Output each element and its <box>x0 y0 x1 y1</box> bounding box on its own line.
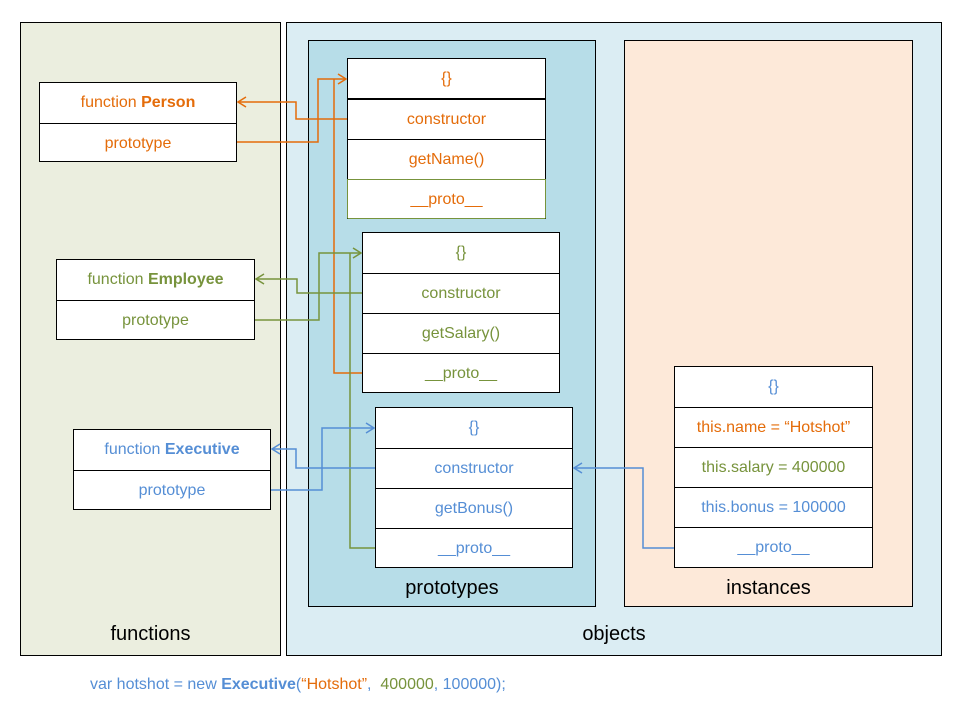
prototypes-label: prototypes <box>405 577 499 599</box>
proto-row-method: getSalary() <box>363 313 559 353</box>
keyword: function <box>80 94 142 111</box>
proto-row-constructor: constructor <box>363 273 559 313</box>
functions-label: functions <box>110 623 191 645</box>
proto-row-object: {} <box>468 419 480 436</box>
function-person-prototype: prototype <box>40 123 236 163</box>
objects-label: objects <box>582 623 646 645</box>
code-arg-bonus: 100000 <box>442 676 497 693</box>
proto-row-constructor: constructor <box>348 99 545 139</box>
instance-row-bonus: this.bonus = 100000 <box>675 487 872 527</box>
code-constructor: Executive <box>221 676 296 693</box>
executive-prototype-box: {} constructor getBonus() __proto__ <box>375 407 573 568</box>
instance-row-object: {} <box>768 378 779 395</box>
proto-row-constructor: constructor <box>376 448 572 488</box>
function-name: Employee <box>147 271 224 288</box>
instance-row-salary: this.salary = 400000 <box>675 447 872 487</box>
instance-row-proto: __proto__ <box>675 527 872 567</box>
code-paren: ( <box>295 676 302 693</box>
instances-label: instances <box>726 577 811 599</box>
keyword: function <box>87 271 148 288</box>
proto-row-method: getBonus() <box>376 488 572 528</box>
code-sep: , <box>367 676 381 693</box>
keyword: function <box>104 441 165 458</box>
proto-row-object: {} <box>455 244 467 261</box>
code-prefix: var hotshot = new <box>90 676 222 693</box>
person-prototype-box: {} constructor getName() __proto__ <box>347 58 546 219</box>
proto-row-proto: __proto__ <box>376 528 572 568</box>
proto-row-object: {} <box>348 59 545 99</box>
employee-prototype-box: {} constructor getSalary() __proto__ <box>362 232 560 393</box>
function-person-header: function Person <box>40 83 236 123</box>
code-paren: ); <box>496 676 506 693</box>
function-executive-prototype: prototype <box>74 470 270 510</box>
function-name: Person <box>141 94 196 111</box>
code-statement: var hotshot = new Executive(“Hotshot”, 4… <box>90 676 506 694</box>
instance-row-name: this.name = “Hotshot” <box>675 407 872 447</box>
function-employee-header: function Employee <box>57 260 254 300</box>
code-arg-name: “Hotshot” <box>301 676 368 693</box>
instance-hotshot-box: {} this.name = “Hotshot” this.salary = 4… <box>674 366 873 568</box>
function-executive-box: function Executive prototype <box>73 429 271 510</box>
code-sep: , <box>433 676 443 693</box>
proto-row-proto: __proto__ <box>347 179 546 218</box>
function-employee-box: function Employee prototype <box>56 259 255 340</box>
proto-row-method: getName() <box>348 139 545 179</box>
proto-row-proto: __proto__ <box>363 353 559 393</box>
function-executive-header: function Executive <box>74 430 270 470</box>
function-name: Executive <box>164 441 240 458</box>
code-arg-salary: 400000 <box>380 676 434 693</box>
function-employee-prototype: prototype <box>57 300 254 340</box>
function-person-box: function Person prototype <box>39 82 237 162</box>
